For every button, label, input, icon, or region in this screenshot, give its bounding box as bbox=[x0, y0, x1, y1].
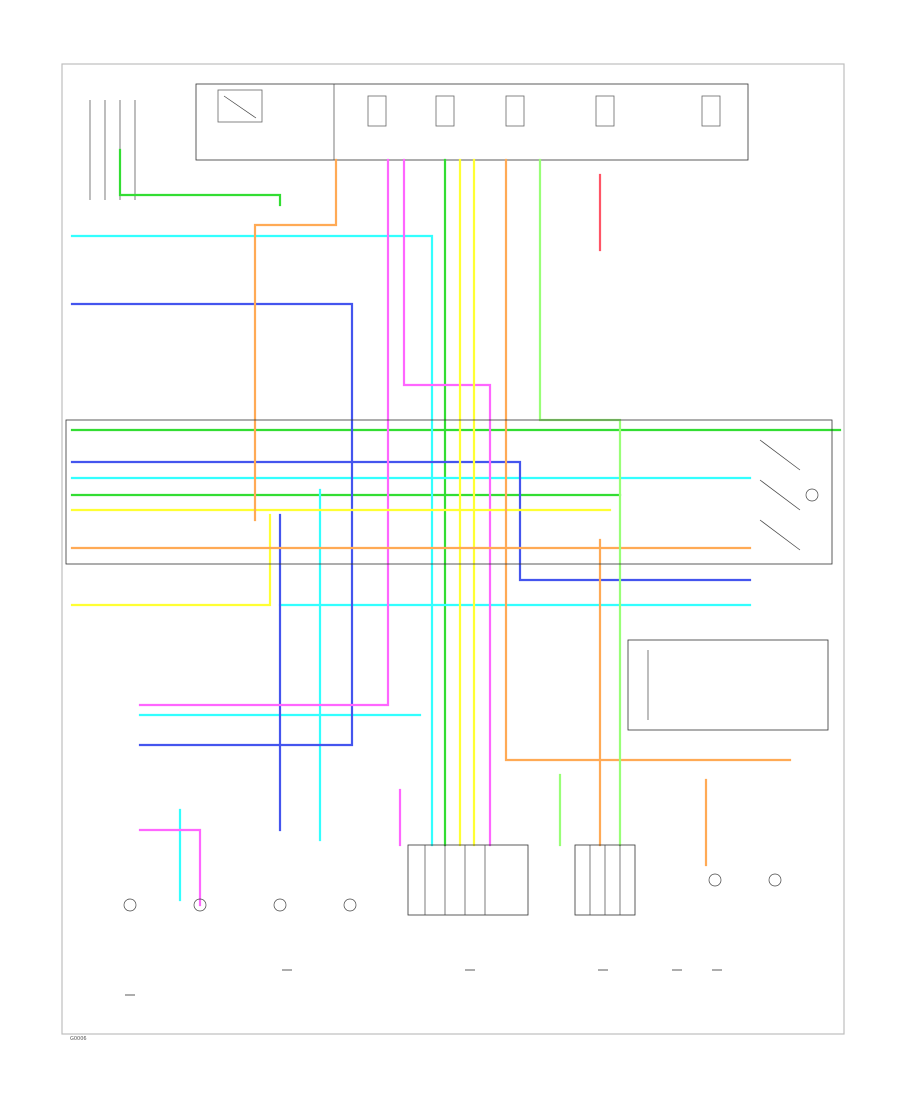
wire-harness bbox=[70, 148, 842, 907]
diagram-code: G0006 bbox=[70, 1036, 87, 1042]
diagram-frame bbox=[61, 63, 845, 1035]
fuse-block bbox=[195, 83, 749, 161]
bottom-components bbox=[407, 844, 636, 916]
hazard-connector bbox=[89, 100, 136, 200]
right-connector bbox=[627, 639, 829, 731]
ground-symbols bbox=[125, 969, 722, 996]
relay-module bbox=[65, 419, 833, 565]
lamp-symbols bbox=[123, 873, 782, 912]
